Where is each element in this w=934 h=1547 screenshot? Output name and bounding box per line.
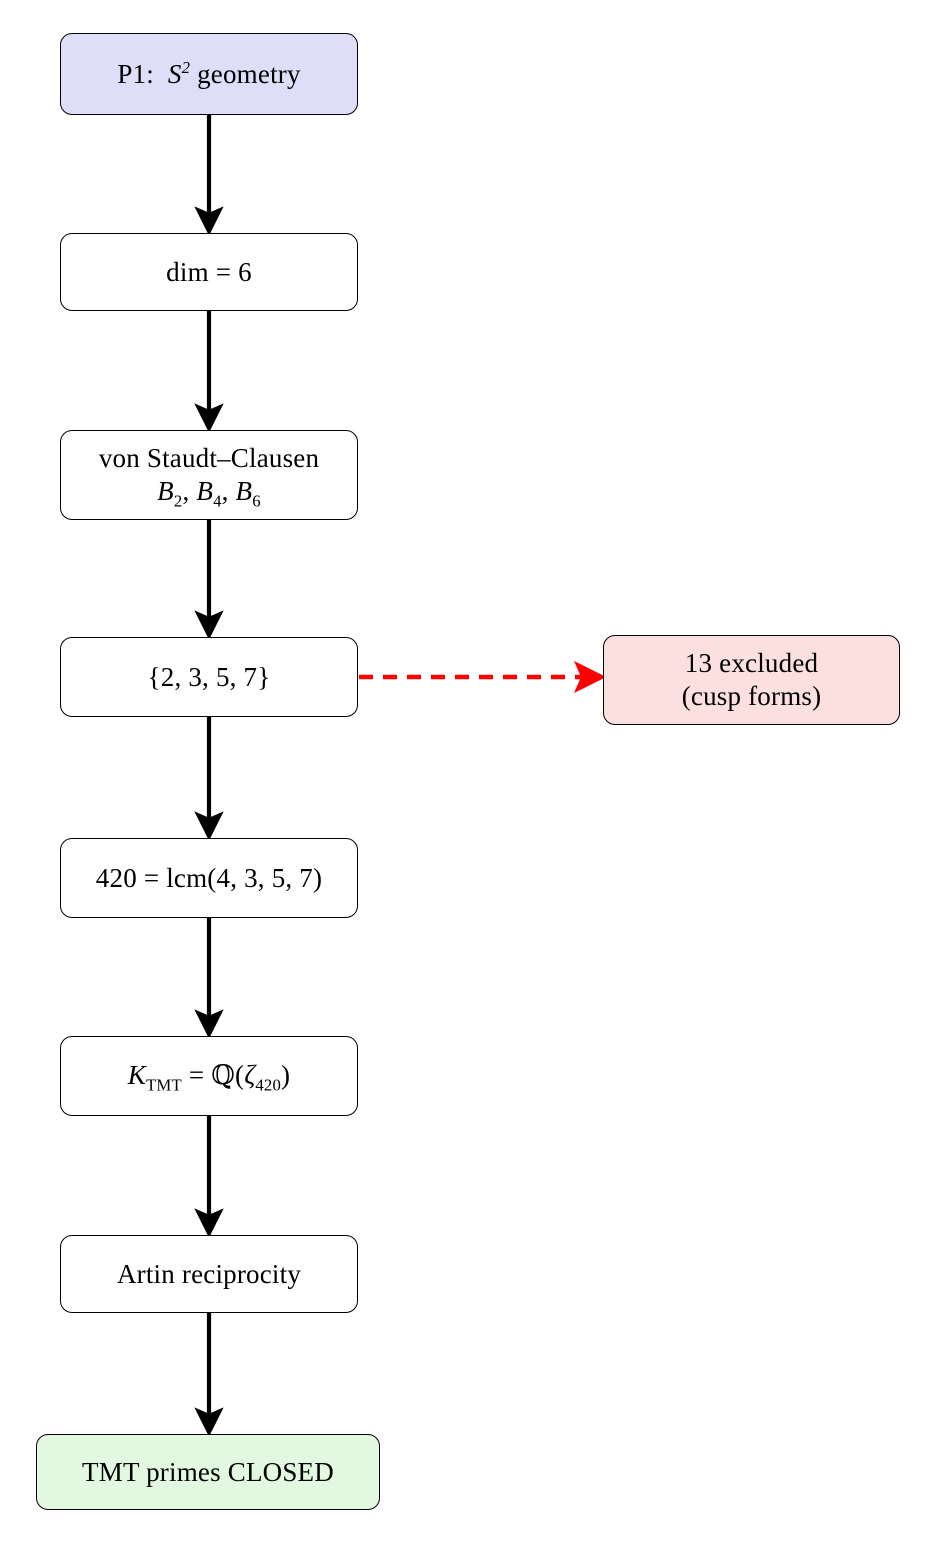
root-of-unity-symbol: ζ bbox=[244, 1060, 256, 1091]
node-dimension-relation: = bbox=[215, 256, 232, 287]
node-dimension-label: dim = 6 bbox=[166, 256, 252, 289]
node-von-staudt-clausen-line2: B2, B4, B6 bbox=[157, 476, 261, 511]
rational-field-symbol: ℚ bbox=[211, 1060, 235, 1092]
field-subscript: TMT bbox=[145, 1075, 182, 1095]
node-tmt-primes-closed-label: TMT primes CLOSED bbox=[82, 1456, 334, 1487]
node-lcm-420-label: 420 = lcm(4, 3, 5, 7) bbox=[95, 862, 323, 893]
node-13-excluded[interactable]: 13 excluded (cusp forms) bbox=[603, 635, 900, 725]
field-relation: = bbox=[188, 1060, 205, 1091]
node-von-staudt-clausen-line1: von Staudt–Clausen bbox=[98, 443, 320, 474]
node-dimension-lhs: dim bbox=[166, 256, 209, 287]
bernoulli-sub-3: 6 bbox=[252, 491, 261, 511]
field-symbol: K bbox=[127, 1060, 146, 1091]
node-p1-prefix: P1: bbox=[117, 58, 154, 89]
bernoulli-sub-1: 2 bbox=[173, 491, 183, 511]
bernoulli-base-3: B bbox=[235, 476, 253, 506]
node-p1-suffix: geometry bbox=[197, 58, 301, 89]
bernoulli-sub-2: 4 bbox=[213, 491, 222, 511]
node-artin-reciprocity-label: Artin reciprocity bbox=[116, 1258, 302, 1289]
node-p1-label: P1: S2 geometry bbox=[117, 58, 300, 91]
node-dimension[interactable]: dim = 6 bbox=[60, 233, 358, 311]
node-tmt-primes-closed[interactable]: TMT primes CLOSED bbox=[36, 1434, 380, 1510]
node-13-excluded-line2: (cusp forms) bbox=[681, 681, 822, 711]
node-13-excluded-line1: 13 excluded bbox=[684, 648, 819, 679]
root-of-unity-subscript: 420 bbox=[255, 1075, 282, 1095]
bernoulli-base-2: B bbox=[196, 476, 214, 506]
node-cyclotomic-field[interactable]: KTMT = ℚ(ζ420) bbox=[60, 1036, 358, 1116]
node-prime-set-label: {2, 3, 5, 7} bbox=[147, 661, 271, 692]
node-p1-exponent: 2 bbox=[181, 57, 191, 77]
node-p1-symbol: S bbox=[167, 58, 182, 89]
node-cyclotomic-field-label: KTMT = ℚ(ζ420) bbox=[127, 1060, 291, 1095]
bernoulli-base-1: B bbox=[157, 476, 174, 506]
node-artin-reciprocity[interactable]: Artin reciprocity bbox=[60, 1235, 358, 1313]
node-von-staudt-clausen[interactable]: von Staudt–Clausen B2, B4, B6 bbox=[60, 430, 358, 520]
node-lcm-420[interactable]: 420 = lcm(4, 3, 5, 7) bbox=[60, 838, 358, 918]
node-dimension-rhs: 6 bbox=[238, 256, 252, 287]
node-prime-set[interactable]: {2, 3, 5, 7} bbox=[60, 637, 358, 717]
node-p1-s2-geometry[interactable]: P1: S2 geometry bbox=[60, 33, 358, 115]
